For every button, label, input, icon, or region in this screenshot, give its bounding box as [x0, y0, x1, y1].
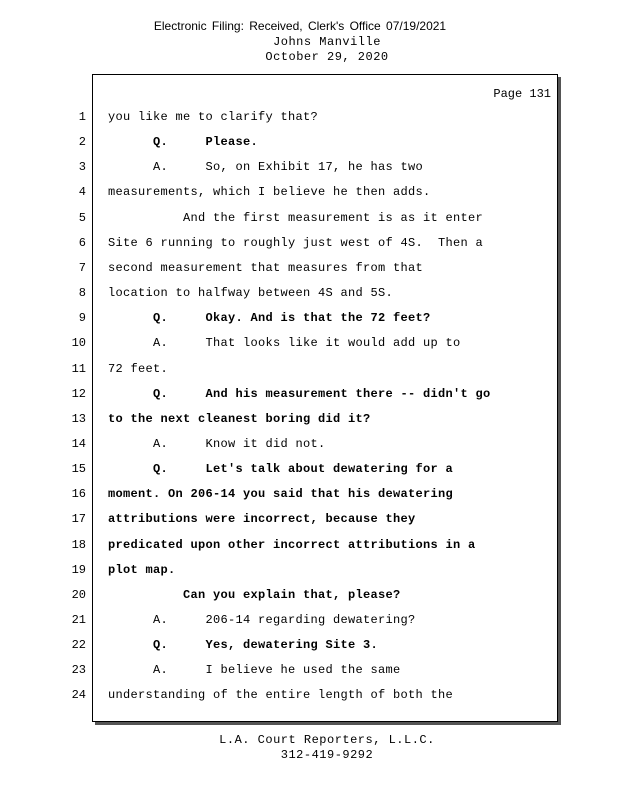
transcript-line-text: attributions were incorrect, because the… — [108, 512, 416, 526]
filing-stamp: Electronic Filing: Received, Clerk's Off… — [153, 19, 447, 33]
transcript-line-text: A. That looks like it would add up to — [108, 336, 461, 350]
transcript-line-text: measurements, which I believe he then ad… — [108, 185, 431, 199]
transcript-line-text: And the first measurement is as it enter — [108, 211, 484, 225]
transcript-line-text: predicated upon other incorrect attribut… — [108, 538, 476, 552]
transcript-page-frame: Page 131 — [92, 74, 558, 722]
line-number: 18 — [71, 538, 86, 552]
line-number: 24 — [71, 688, 86, 702]
transcript-line-text: you like me to clarify that? — [108, 110, 319, 124]
line-number: 17 — [71, 512, 86, 526]
reporter-phone: 312-419-9292 — [280, 748, 374, 762]
line-number: 11 — [71, 362, 86, 376]
line-number: 4 — [78, 185, 86, 199]
transcript-line-text: Q. Yes, dewatering Site 3. — [108, 638, 379, 652]
line-number: 12 — [71, 387, 86, 401]
transcript-line-text: moment. On 206-14 you said that his dewa… — [108, 487, 454, 501]
transcript-line-text: Site 6 running to roughly just west of 4… — [108, 236, 484, 250]
line-number: 20 — [71, 588, 86, 602]
transcript-line-text: plot map. — [108, 563, 176, 577]
line-number: 23 — [71, 663, 86, 677]
line-number: 6 — [78, 236, 86, 250]
line-number: 2 — [78, 135, 86, 149]
line-number: 13 — [71, 412, 86, 426]
line-number: 10 — [71, 336, 86, 350]
page-number: Page 131 — [493, 87, 551, 101]
line-number: 3 — [78, 160, 86, 174]
transcript-line-text: Q. Let's talk about dewatering for a — [108, 462, 454, 476]
line-number: 7 — [78, 261, 86, 275]
transcript-line-text: second measurement that measures from th… — [108, 261, 424, 275]
transcript-line-text: location to halfway between 4S and 5S. — [108, 286, 394, 300]
line-number: 14 — [71, 437, 86, 451]
transcript-line-text: Q. Okay. And is that the 72 feet? — [108, 311, 431, 325]
line-number: 16 — [71, 487, 86, 501]
line-number: 5 — [78, 211, 86, 225]
transcript-line-text: to the next cleanest boring did it? — [108, 412, 371, 426]
line-number: 1 — [78, 110, 86, 124]
line-number: 22 — [71, 638, 86, 652]
deponent-name: Johns Manville — [273, 35, 381, 49]
line-number: 19 — [71, 563, 86, 577]
transcript-line-text: Q. And his measurement there -- didn't g… — [108, 387, 491, 401]
transcript-line-text: A. So, on Exhibit 17, he has two — [108, 160, 424, 174]
transcript-line-text: 72 feet. — [108, 362, 169, 376]
line-number: 21 — [71, 613, 86, 627]
transcript-line-text: A. 206-14 regarding dewatering? — [108, 613, 416, 627]
reporter-company: L.A. Court Reporters, L.L.C. — [219, 733, 435, 747]
line-number: 9 — [78, 311, 86, 325]
line-number: 15 — [71, 462, 86, 476]
transcript-line-text: Q. Please. — [108, 135, 259, 149]
transcript-line-text: Can you explain that, please? — [108, 588, 401, 602]
transcript-line-text: understanding of the entire length of bo… — [108, 688, 454, 702]
transcript-line-text: A. I believe he used the same — [108, 663, 401, 677]
deposition-date: October 29, 2020 — [265, 50, 389, 64]
line-number: 8 — [78, 286, 86, 300]
transcript-line-text: A. Know it did not. — [108, 437, 326, 451]
